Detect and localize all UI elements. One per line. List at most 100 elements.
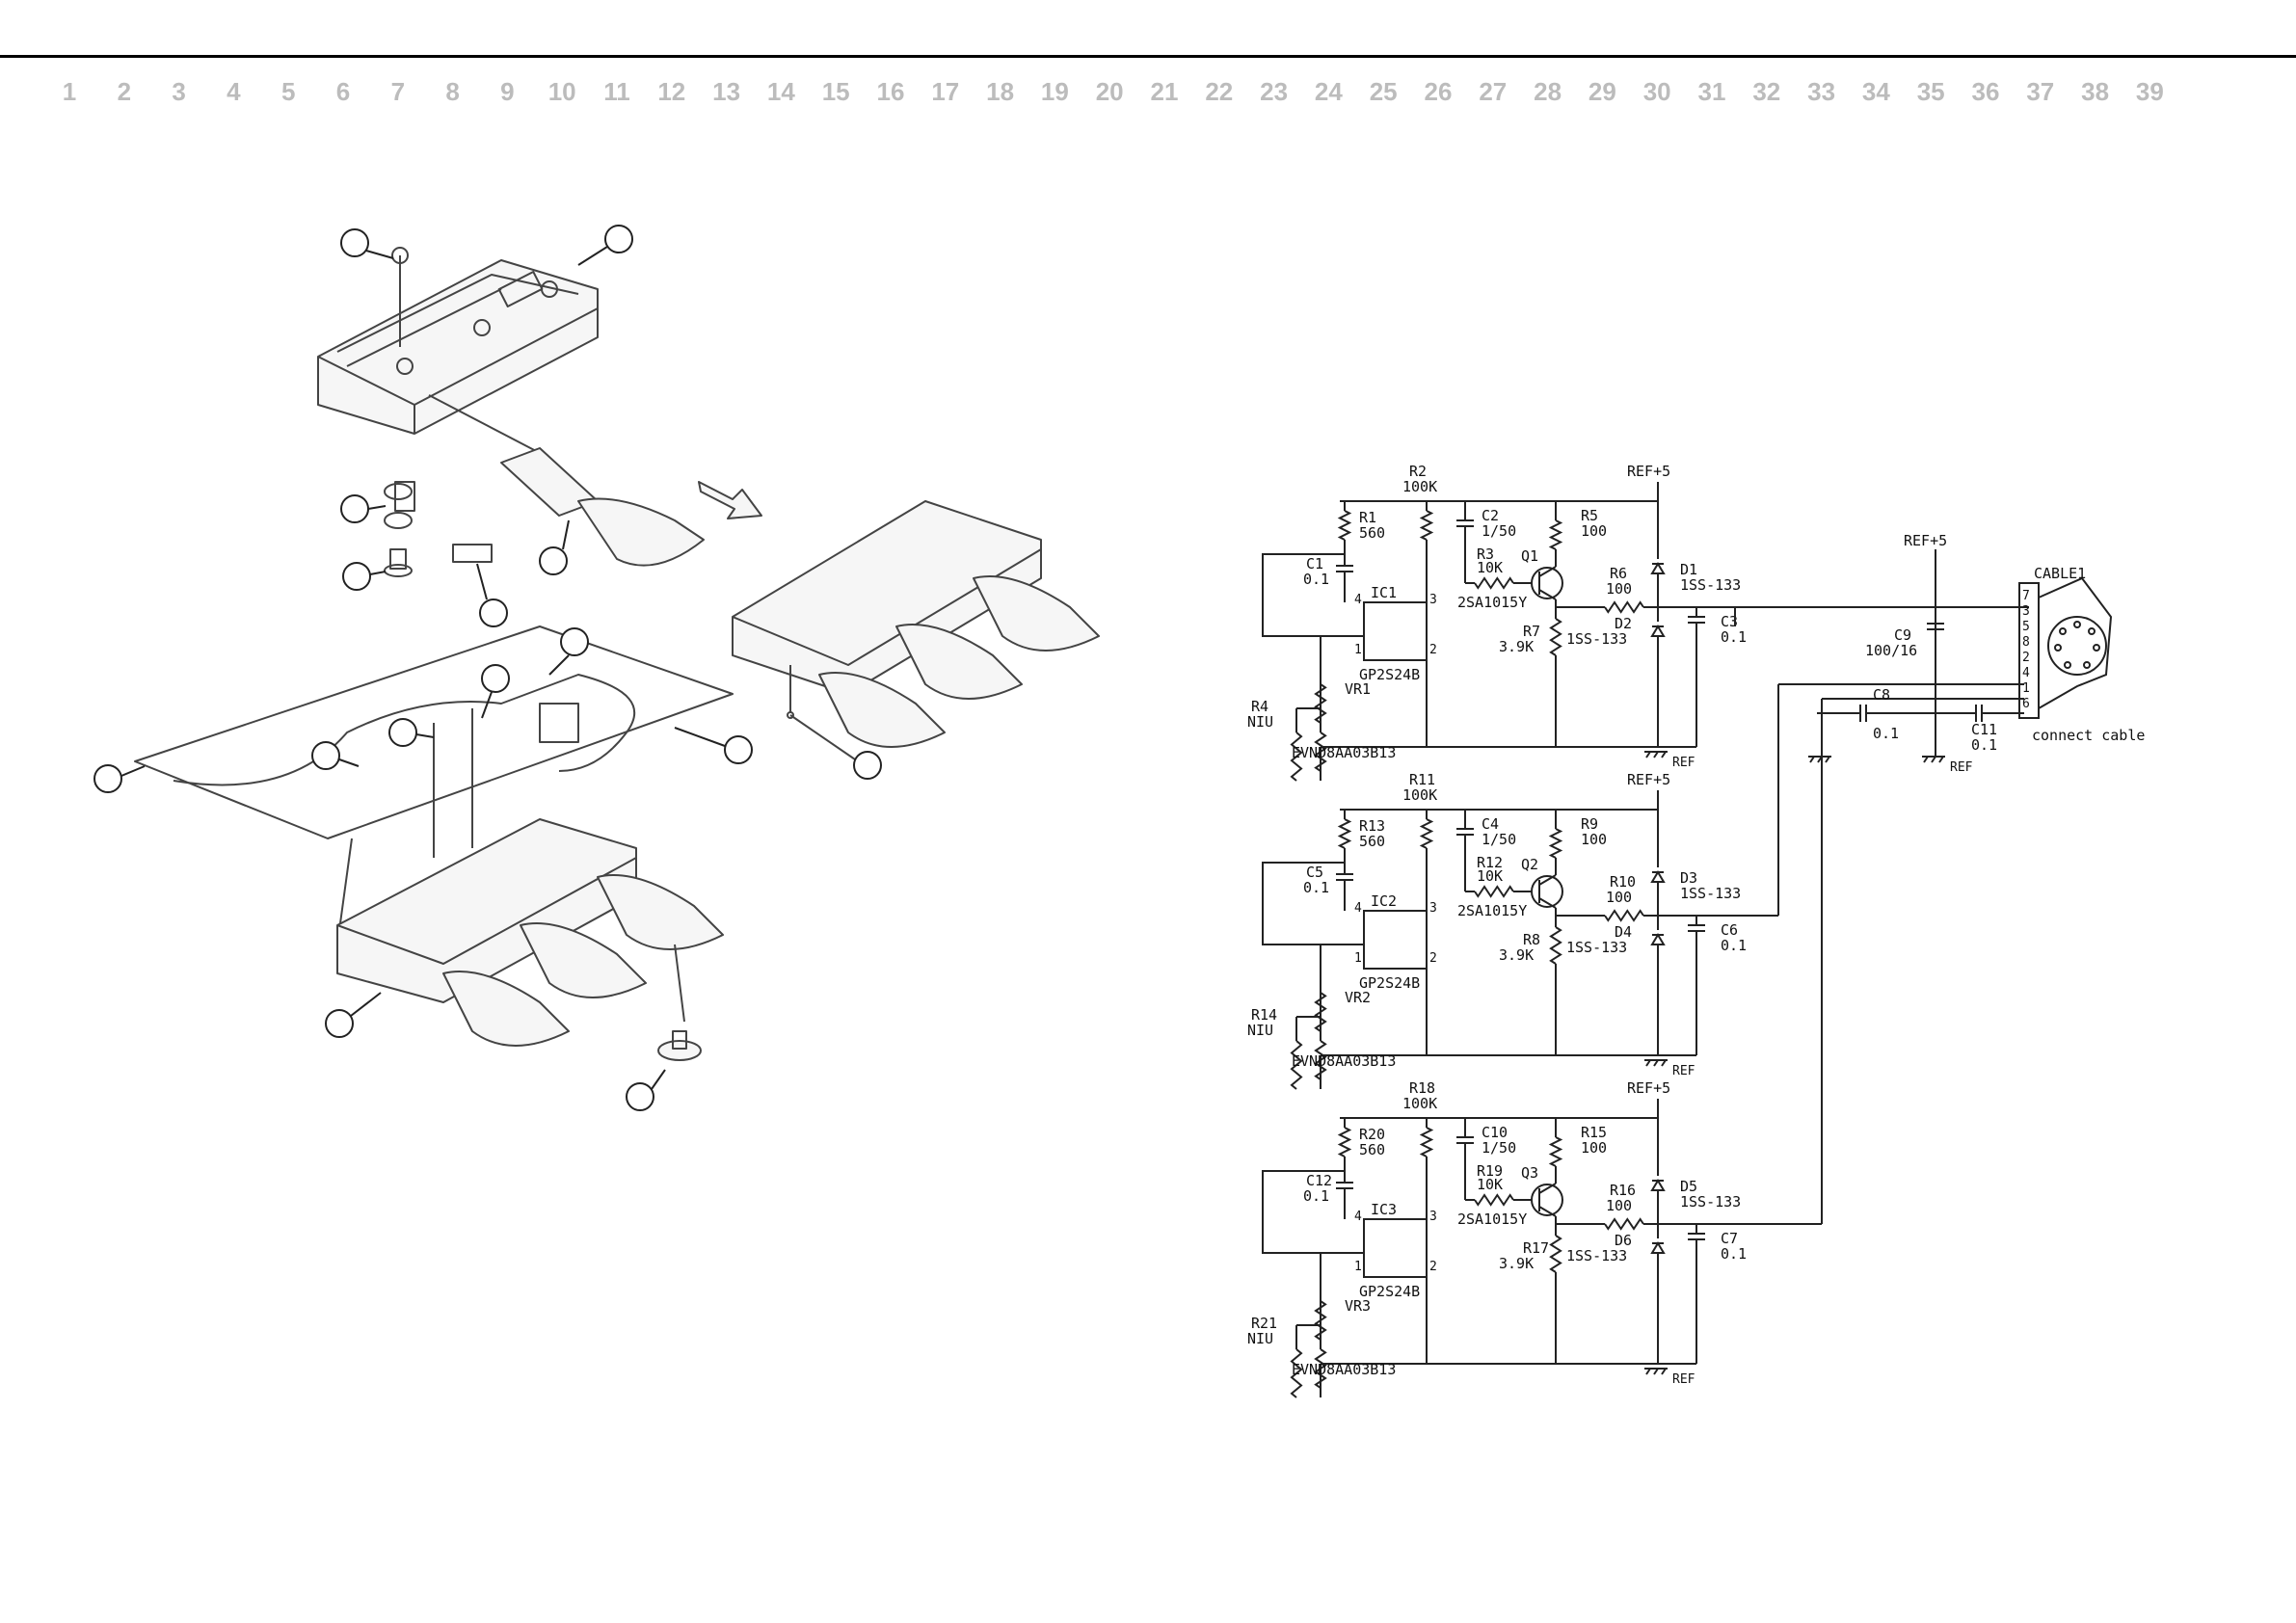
top-border-line <box>0 55 2296 58</box>
transistor-part: 2SA1015Y <box>1457 594 1527 611</box>
diode-value: 1SS-133 <box>1566 1247 1627 1264</box>
capacitor-label: C10 <box>1482 1124 1508 1141</box>
ruler-number: 36 <box>1971 77 2000 106</box>
ruler-number: 35 <box>1916 77 1945 106</box>
ic-part: GP2S24B <box>1359 974 1420 992</box>
cable-pin-number: 5 <box>2022 620 2030 634</box>
ruler-number: 28 <box>1534 77 1562 106</box>
pin-number: 4 <box>1354 901 1362 916</box>
resistor-value: 100 <box>1606 889 1632 906</box>
resistor-label: R5 <box>1581 507 1598 524</box>
ruler-number: 22 <box>1205 77 1234 106</box>
pin-number: 3 <box>1429 593 1437 607</box>
resistor-value: 100 <box>1581 522 1607 540</box>
resistor-label: R2 <box>1409 463 1427 480</box>
cable-pin-number: 7 <box>2022 589 2030 603</box>
ruler-number: 34 <box>1861 77 1890 106</box>
pin-number: 4 <box>1354 1210 1362 1224</box>
ruler-number: 7 <box>390 77 406 106</box>
diode-value: 1SS-133 <box>1566 939 1627 956</box>
capacitor-value: 0.1 <box>1971 736 1997 754</box>
cable-pin-number: 6 <box>2022 697 2030 711</box>
ruler-number: 15 <box>821 77 850 106</box>
resistor-value: 3.9K <box>1499 1255 1534 1272</box>
ruler-number: 39 <box>2135 77 2164 106</box>
diode-value: 1SS-133 <box>1566 630 1627 648</box>
potentiometer-part: EVND8AA03B13 <box>1292 1052 1396 1070</box>
pin-number: 1 <box>1354 1260 1362 1274</box>
capacitor-label: C6 <box>1721 921 1738 939</box>
capacitor-value: 1/50 <box>1482 1139 1516 1157</box>
resistor-label: R1 <box>1359 509 1376 526</box>
cable-pin-block <box>2018 582 2040 719</box>
pin-number: 4 <box>1354 593 1362 607</box>
ruler-number: 16 <box>876 77 905 106</box>
potentiometer-label: VR2 <box>1345 989 1371 1006</box>
resistor-label: R20 <box>1359 1126 1385 1143</box>
cable-pin-number: 8 <box>2022 635 2030 650</box>
pin-number: 1 <box>1354 643 1362 657</box>
resistor-label: R21 <box>1251 1315 1277 1332</box>
ruler-number: 8 <box>445 77 460 106</box>
diode-value: 1SS-133 <box>1680 576 1741 594</box>
pin-number: 1 <box>1354 951 1362 966</box>
ruler-number: 23 <box>1260 77 1289 106</box>
potentiometer-part: EVND8AA03B13 <box>1292 744 1396 761</box>
resistor-value: 100 <box>1581 1139 1607 1157</box>
ruler-number: 13 <box>712 77 741 106</box>
ruler-number: 17 <box>931 77 960 106</box>
capacitor-value: 0.1 <box>1303 1187 1329 1205</box>
ruler-number: 1 <box>62 77 77 106</box>
resistor-value: 10K <box>1477 559 1503 576</box>
capacitor-label: C8 <box>1873 686 1890 704</box>
resistor-label: R6 <box>1610 565 1627 582</box>
ref-supply-label: REF+5 <box>1627 771 1670 788</box>
ruler-number: 14 <box>766 77 795 106</box>
diode-value: 1SS-133 <box>1680 1193 1741 1211</box>
ic-label: IC2 <box>1371 892 1397 910</box>
diode-label: D3 <box>1680 869 1697 887</box>
resistor-value: 100 <box>1606 1197 1632 1214</box>
cable-description: connect cable <box>2032 727 2145 744</box>
ruler-number: 31 <box>1697 77 1726 106</box>
cable-label: CABLE1 <box>2034 565 2086 582</box>
pin-number: 2 <box>1429 643 1437 657</box>
resistor-value: 10K <box>1477 1176 1503 1193</box>
pin-number: 3 <box>1429 901 1437 916</box>
ruler-number: 33 <box>1807 77 1836 106</box>
diode-label: D4 <box>1615 923 1632 941</box>
resistor-label: R15 <box>1581 1124 1607 1141</box>
resistor-value: 560 <box>1359 524 1385 542</box>
resistor-value: 100K <box>1402 786 1437 804</box>
resistor-label: R16 <box>1610 1182 1636 1199</box>
capacitor-label: C7 <box>1721 1230 1738 1247</box>
ruler-number: 25 <box>1369 77 1398 106</box>
diode-label: D1 <box>1680 561 1697 578</box>
ruler-number: 32 <box>1752 77 1781 106</box>
resistor-value: 100 <box>1581 831 1607 848</box>
diode-label: D5 <box>1680 1178 1697 1195</box>
resistor-value: 3.9K <box>1499 638 1534 655</box>
resistor-value: 560 <box>1359 1141 1385 1158</box>
capacitor-label: C3 <box>1721 613 1738 630</box>
transistor-label: Q3 <box>1521 1164 1538 1182</box>
ruler-number: 20 <box>1095 77 1124 106</box>
capacitor-label: C9 <box>1894 626 1911 644</box>
capacitor-label: C2 <box>1482 507 1499 524</box>
ruler-number: 27 <box>1479 77 1508 106</box>
ruler-number: 19 <box>1040 77 1069 106</box>
cable-pin-number: 2 <box>2022 651 2030 665</box>
ic-label: IC1 <box>1371 584 1397 601</box>
resistor-label: R4 <box>1251 698 1268 715</box>
ruler-number: 6 <box>335 77 351 106</box>
capacitor-value: 0.1 <box>1873 725 1899 742</box>
ruler-number: 4 <box>227 77 241 106</box>
ref-supply-label: REF+5 <box>1904 532 1947 549</box>
assembled-unit-drawing <box>732 500 1100 762</box>
resistor-label: R14 <box>1251 1006 1277 1024</box>
